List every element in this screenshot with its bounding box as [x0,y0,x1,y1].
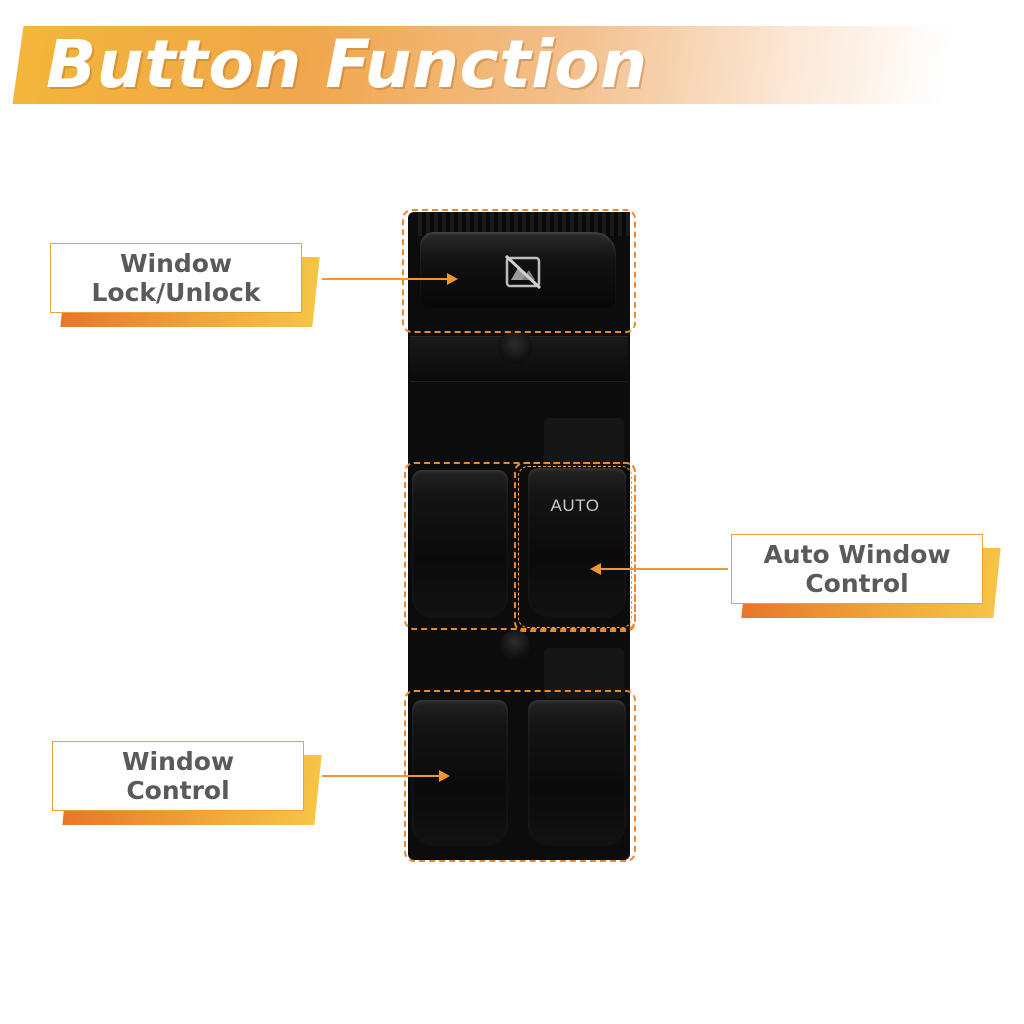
callout-auto-window: Auto Window Control [731,534,1001,618]
page-title: Button Function [46,26,648,103]
switch-screw-bottom [500,630,530,660]
window-lock-icon [504,254,542,290]
switch-notch-lower [544,648,624,698]
callout-window-lock: Window Lock/Unlock [50,243,320,327]
window-rocker-rear-left [412,700,508,846]
window-rocker-rear-right [528,700,626,846]
arrow-right-icon [322,770,450,782]
arrow-left-icon [590,563,728,575]
auto-label: AUTO [550,496,600,515]
arrow-right-icon [322,273,458,285]
highlight-auto-inner [518,466,632,628]
callout-label: Auto Window Control [763,540,951,598]
callout-box: Auto Window Control [731,534,983,604]
auto-window-rocker [528,468,626,618]
highlight-auto [514,462,636,632]
highlight-lock [402,209,636,333]
callout-box: Window Lock/Unlock [50,243,302,313]
callout-label: Window Lock/Unlock [91,249,261,307]
window-rocker-front-left [412,470,508,618]
switch-notch-upper [544,418,624,466]
switch-screw-top [498,330,532,364]
callout-window-control: Window Control [52,741,322,825]
callout-box: Window Control [52,741,304,811]
callout-label: Window Control [121,747,235,805]
